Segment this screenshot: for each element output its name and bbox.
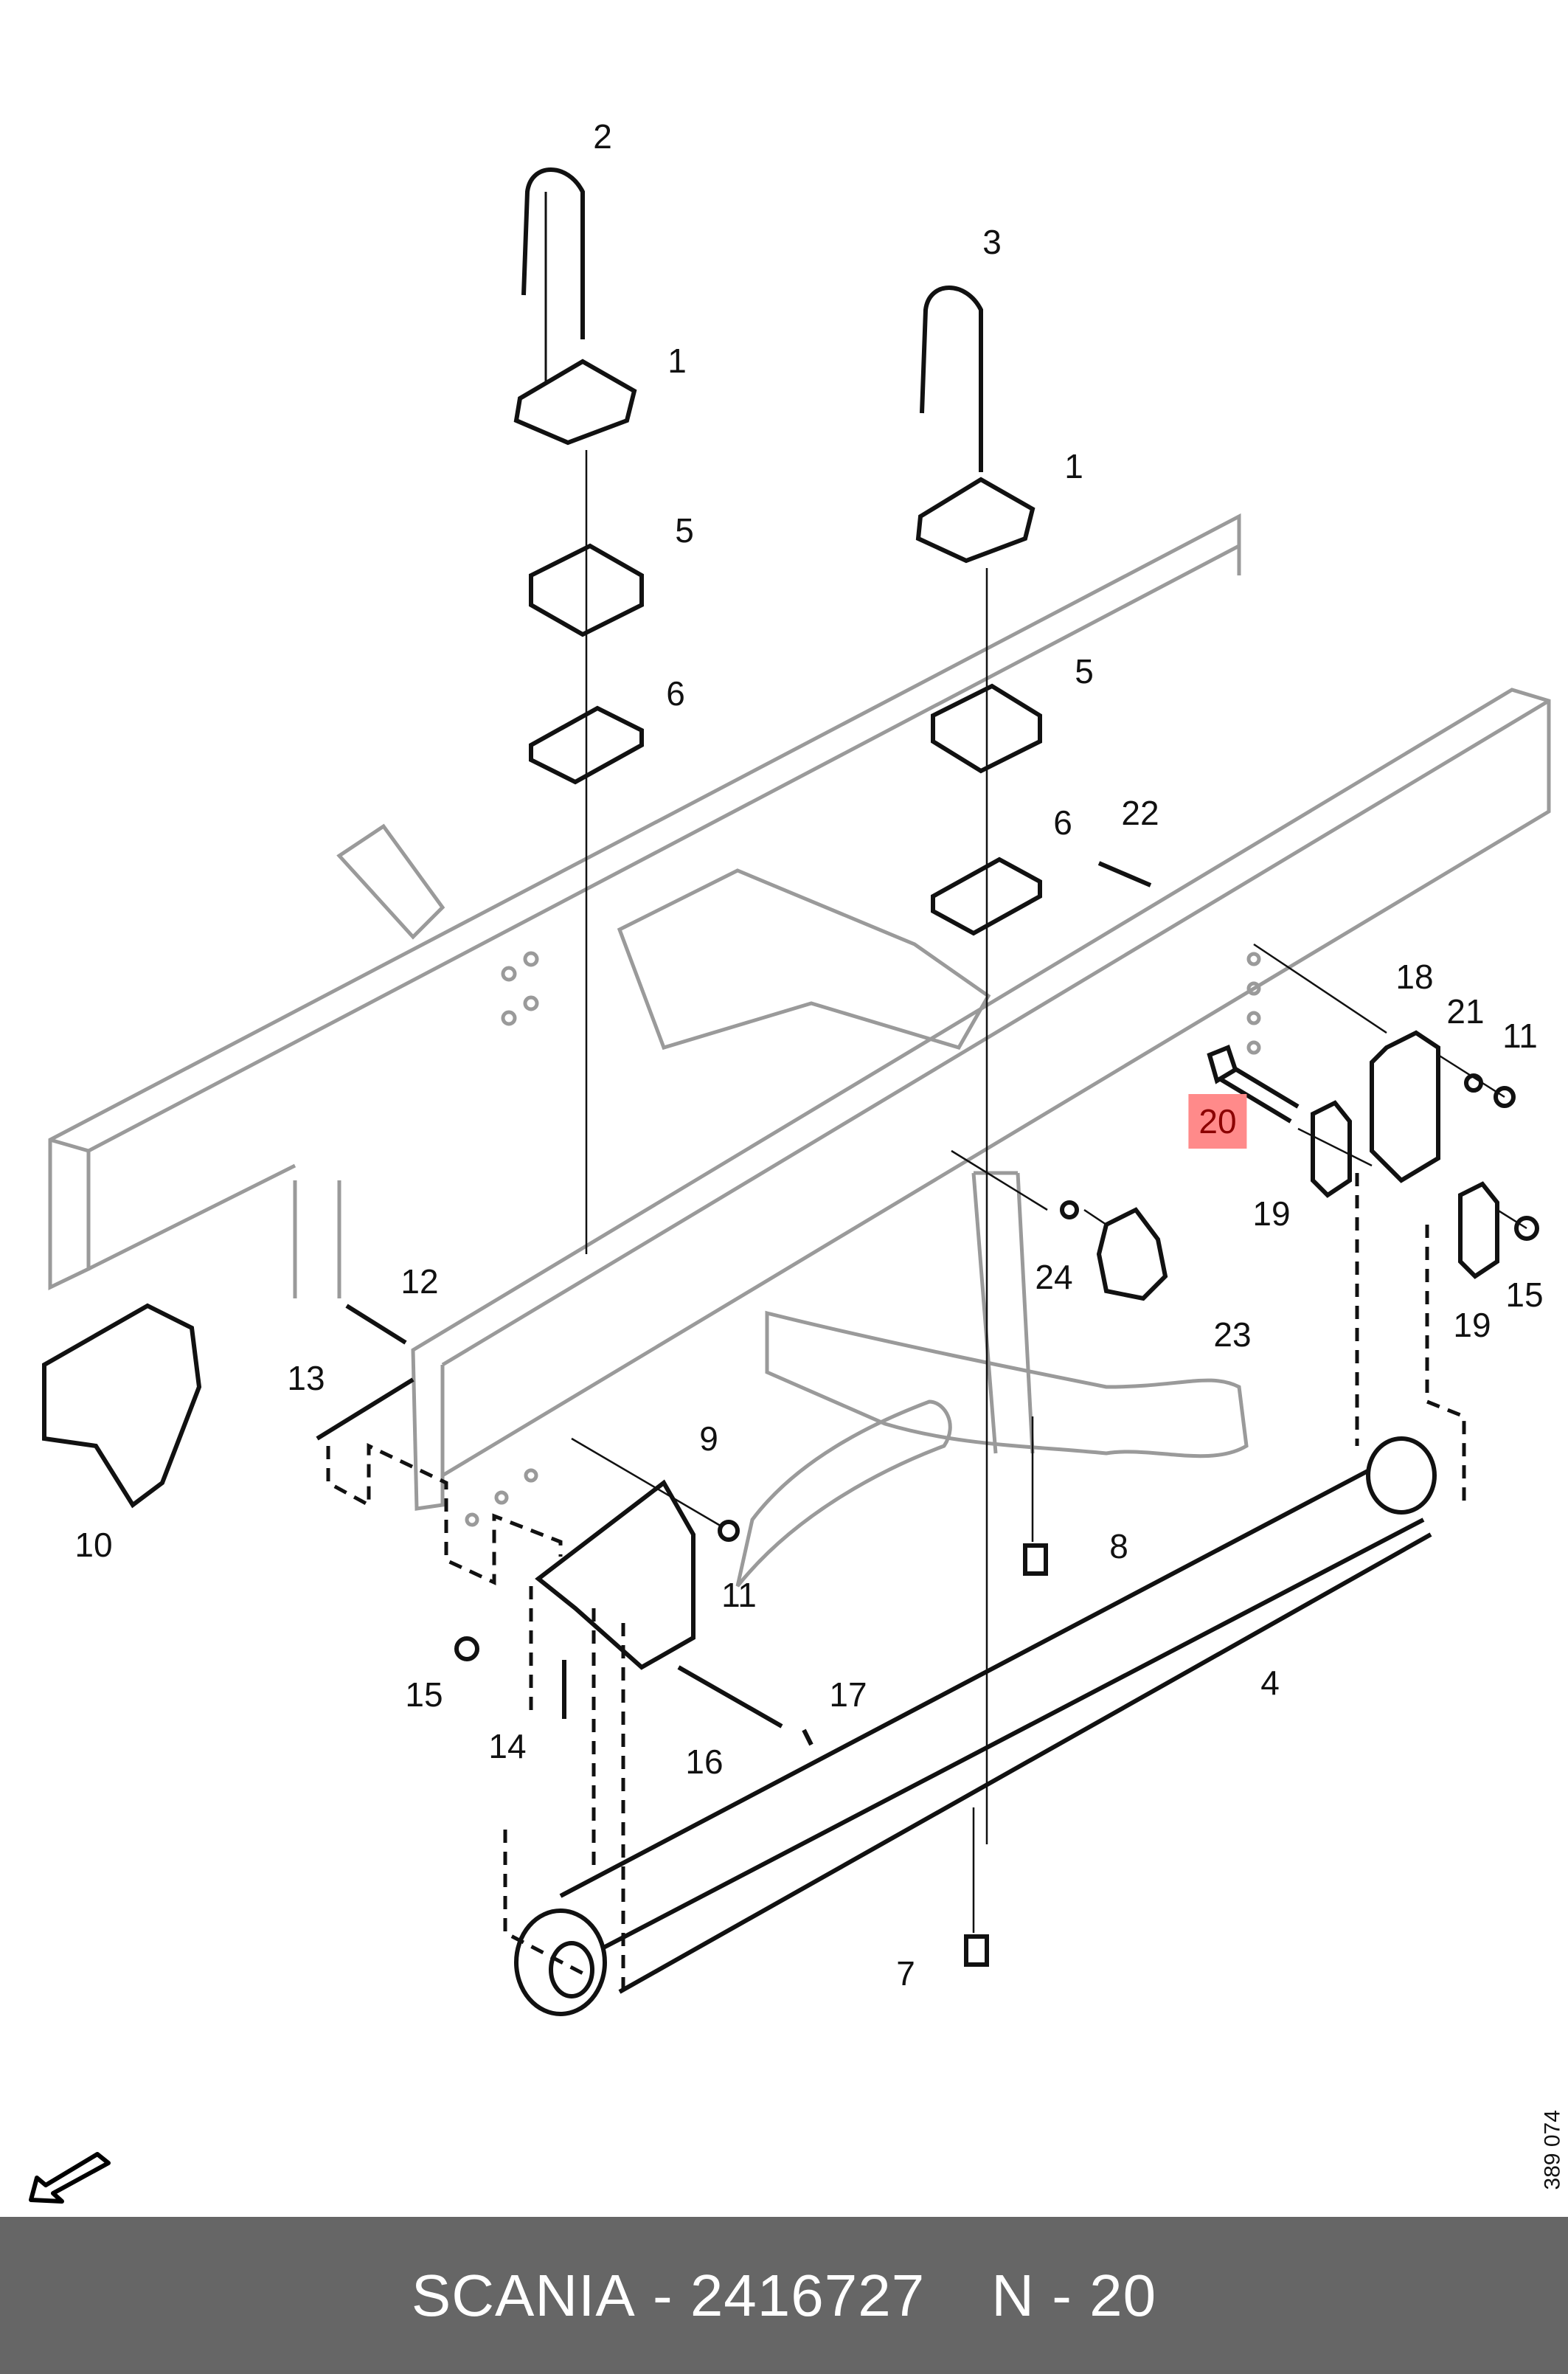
callout-1: 1	[1064, 447, 1083, 485]
leaf-spring-4	[559, 1451, 1432, 1994]
callout-10: 10	[74, 1526, 113, 1564]
frame-rail-right	[411, 688, 1551, 1511]
callout-14: 14	[488, 1727, 527, 1765]
direction-arrow-icon	[29, 2152, 111, 2204]
callout-7: 7	[896, 1954, 915, 1993]
callout-5: 5	[1075, 652, 1094, 691]
shackle-plate-19b	[1458, 1181, 1499, 1279]
callout-21: 21	[1446, 992, 1485, 1031]
nut-15a	[1514, 1216, 1539, 1241]
callout-20-highlighted[interactable]: 20	[1188, 1094, 1247, 1149]
exploded-parts-diagram	[42, 167, 1551, 2016]
spring-bracket-10	[42, 1303, 202, 1509]
upper-link-left	[293, 823, 445, 1298]
spring-eye-rear	[1366, 1436, 1437, 1515]
u-bolt-2	[521, 167, 585, 339]
frame-rail-left-flange	[49, 546, 1241, 1271]
shock-absorber	[971, 1171, 1035, 1454]
callout-3: 3	[982, 223, 1002, 261]
part-number: 2416727	[690, 2262, 926, 2328]
bolt-22	[1097, 861, 1152, 887]
callout-15: 15	[1505, 1276, 1544, 1314]
leader-lines	[571, 450, 1527, 1933]
callout-8: 8	[1109, 1527, 1128, 1565]
callout-11: 11	[721, 1576, 757, 1614]
parts	[42, 167, 1539, 2016]
callout-5: 5	[675, 511, 694, 550]
nut-15b	[454, 1636, 479, 1661]
callout-17: 17	[829, 1675, 867, 1714]
shackle-bracket-18	[1370, 1030, 1440, 1183]
callout-6: 6	[1053, 803, 1072, 842]
front-axle	[765, 1310, 1249, 1458]
stabilizer-bar	[735, 1399, 952, 1588]
bolt-12	[345, 1304, 407, 1345]
callout-23: 23	[1213, 1315, 1252, 1354]
brand-name: SCANIA	[411, 2262, 636, 2328]
nut-8	[1023, 1543, 1048, 1576]
callout-22: 22	[1121, 794, 1159, 832]
callout-18: 18	[1395, 958, 1434, 996]
callout-2: 2	[593, 117, 612, 156]
nut-11b	[718, 1520, 740, 1542]
nut-7	[964, 1934, 989, 1967]
shackle-plate-19a	[1311, 1100, 1352, 1198]
washer-24	[1060, 1200, 1079, 1219]
callout-1: 1	[667, 342, 687, 380]
callout-19: 19	[1252, 1194, 1291, 1233]
chassis-frame	[48, 513, 1551, 1588]
footer-bar: SCANIA - 2416727 N - 20	[0, 2217, 1568, 2374]
callout-11: 11	[1502, 1017, 1538, 1055]
spring-bracket-9	[535, 1479, 695, 1670]
callout-19: 19	[1453, 1306, 1491, 1344]
clamp-plate-1a	[513, 359, 637, 446]
frame-rail-right-edge	[440, 699, 1550, 1475]
callout-12: 12	[400, 1262, 439, 1301]
position-code: N	[991, 2262, 1035, 2328]
brand-separator: -	[652, 2262, 673, 2328]
callout-24: 24	[1035, 1258, 1073, 1296]
nut-11a	[1494, 1086, 1516, 1108]
position-separator: -	[1052, 2262, 1072, 2328]
callout-6: 6	[666, 674, 685, 713]
u-bolt-3	[920, 285, 983, 472]
frame-rail-left	[48, 513, 1241, 1290]
callout-15: 15	[405, 1675, 443, 1714]
bolt-16	[677, 1665, 783, 1728]
drawing-reference-number: 389 074	[1540, 2110, 1564, 2190]
cross-member	[617, 868, 991, 1051]
callout-9: 9	[699, 1419, 718, 1458]
clamp-plate-1b	[915, 477, 1035, 564]
cotter-pin-17	[802, 1728, 814, 1746]
callout-16: 16	[685, 1743, 724, 1781]
assembly-dashed-lines	[326, 1173, 1466, 1992]
washer-plate-13	[316, 1377, 414, 1441]
callout-4: 4	[1260, 1664, 1280, 1702]
bracket-23	[1096, 1207, 1168, 1301]
callout-13: 13	[287, 1359, 325, 1397]
position-number: 20	[1089, 2262, 1157, 2328]
